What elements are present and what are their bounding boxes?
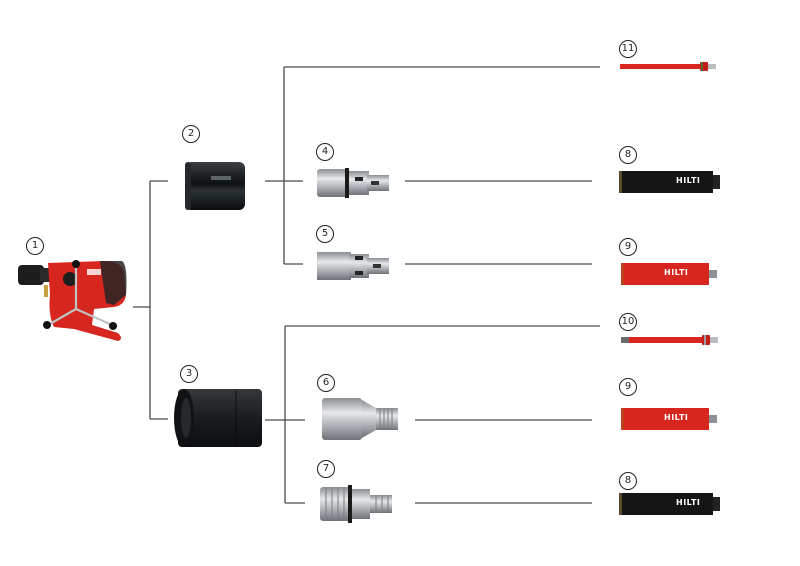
label-1: 1: [26, 237, 44, 255]
connection-end-4-image: [317, 168, 389, 198]
label-9b: 9: [619, 378, 637, 396]
label-8a: 8: [619, 146, 637, 164]
connection-end-6-image: [322, 398, 398, 440]
label-3: 3: [180, 365, 198, 383]
brand-logo: HILTI: [676, 176, 701, 185]
core-bit-9b-image: HILTI: [620, 407, 724, 431]
core-bit-9a-image: HILTI: [620, 262, 724, 286]
brand-logo: HILTI: [664, 268, 689, 277]
core-drill-motor-image: [18, 260, 127, 341]
label-7: 7: [317, 460, 335, 478]
label-11: 11: [619, 40, 637, 58]
label-2: 2: [182, 125, 200, 143]
core-bit-8b-image: HILTI: [618, 492, 722, 516]
label-10: 10: [619, 313, 637, 331]
label-4: 4: [316, 143, 334, 161]
connection-end-5-image: [317, 252, 389, 280]
label-5: 5: [316, 225, 334, 243]
brand-logo: HILTI: [676, 498, 701, 507]
label-8b: 8: [619, 472, 637, 490]
core-bit-10-image: [621, 335, 718, 345]
large-adapter-image: [174, 389, 262, 447]
label-6: 6: [317, 374, 335, 392]
label-9a: 9: [619, 238, 637, 256]
core-bit-11-image: [620, 62, 716, 71]
core-bit-8a-image: HILTI: [618, 170, 722, 194]
connection-end-7-image: [320, 485, 392, 523]
brand-logo: HILTI: [664, 413, 689, 422]
small-adapter-image: [185, 162, 245, 210]
